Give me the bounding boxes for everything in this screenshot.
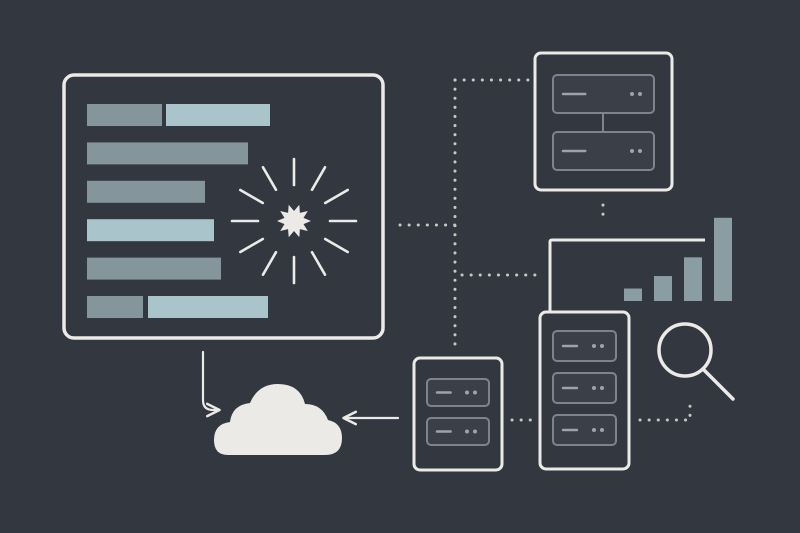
starburst-ray xyxy=(323,237,350,254)
starburst-ray xyxy=(261,250,278,277)
server-unit xyxy=(552,74,655,114)
server-unit-led xyxy=(592,386,596,390)
server-unit xyxy=(552,330,617,362)
starburst-ray xyxy=(310,250,327,277)
server-top-units xyxy=(552,74,655,171)
server-top-frame xyxy=(533,51,674,192)
server-unit-led xyxy=(630,92,634,96)
server-unit-led xyxy=(638,149,642,153)
server-unit-led xyxy=(600,428,604,432)
server-unit-led xyxy=(473,429,477,434)
server-icon xyxy=(533,51,674,192)
dashboard-bars xyxy=(87,104,270,318)
dashboard-window-icon xyxy=(62,73,385,340)
server-small-frame xyxy=(412,356,504,472)
server-unit xyxy=(552,414,617,446)
dashboard-bar xyxy=(87,296,143,318)
starburst-ray xyxy=(323,188,350,205)
dashboard-bar xyxy=(87,142,248,165)
server-unit xyxy=(426,378,490,407)
dashboard-bar xyxy=(87,180,205,203)
search-lens xyxy=(657,322,713,378)
starburst-icon xyxy=(230,157,358,285)
chart-bar xyxy=(714,217,732,301)
server-icon xyxy=(412,356,504,472)
chart-bar xyxy=(654,276,672,301)
chart-bar xyxy=(624,288,642,301)
dashboard-bar xyxy=(87,104,162,126)
server-unit xyxy=(552,372,617,404)
starburst-core xyxy=(277,204,311,238)
dashboard-bar xyxy=(148,296,268,318)
dashboard-frame xyxy=(62,73,385,340)
server-tall-units xyxy=(552,330,617,446)
starburst-ray xyxy=(261,166,278,192)
dashboard-bar xyxy=(166,104,270,126)
server-unit-led xyxy=(592,428,596,432)
dashboard-bar xyxy=(87,257,221,280)
arrow-dashboard-to-cloud xyxy=(201,350,221,418)
starburst-ray xyxy=(310,166,327,192)
chart-bar xyxy=(684,257,702,301)
chart-bars xyxy=(624,217,732,301)
server-icon xyxy=(538,310,631,471)
server-unit-led xyxy=(465,429,469,434)
search-handle xyxy=(701,367,735,401)
dashboard-bar xyxy=(87,219,214,242)
chart-frame xyxy=(548,238,705,312)
server-unit xyxy=(426,417,490,446)
starburst-ray xyxy=(239,237,265,254)
server-unit-led xyxy=(630,149,634,153)
server-unit-led xyxy=(465,390,469,395)
starburst-ray xyxy=(239,188,265,205)
server-small-units xyxy=(426,378,490,446)
server-unit-led xyxy=(473,390,477,395)
cloud-icon xyxy=(214,384,342,455)
server-unit-led xyxy=(600,386,604,390)
server-unit xyxy=(552,131,655,171)
server-unit-led xyxy=(600,344,604,348)
bar-chart-icon xyxy=(548,217,732,312)
search-icon xyxy=(657,322,735,401)
dotted-connector-tall-server-to-search xyxy=(638,398,692,422)
server-unit-led xyxy=(592,344,596,348)
connectors xyxy=(398,78,692,422)
server-tall-frame xyxy=(538,310,631,471)
server-unit-led xyxy=(638,92,642,96)
arrows xyxy=(201,350,400,426)
